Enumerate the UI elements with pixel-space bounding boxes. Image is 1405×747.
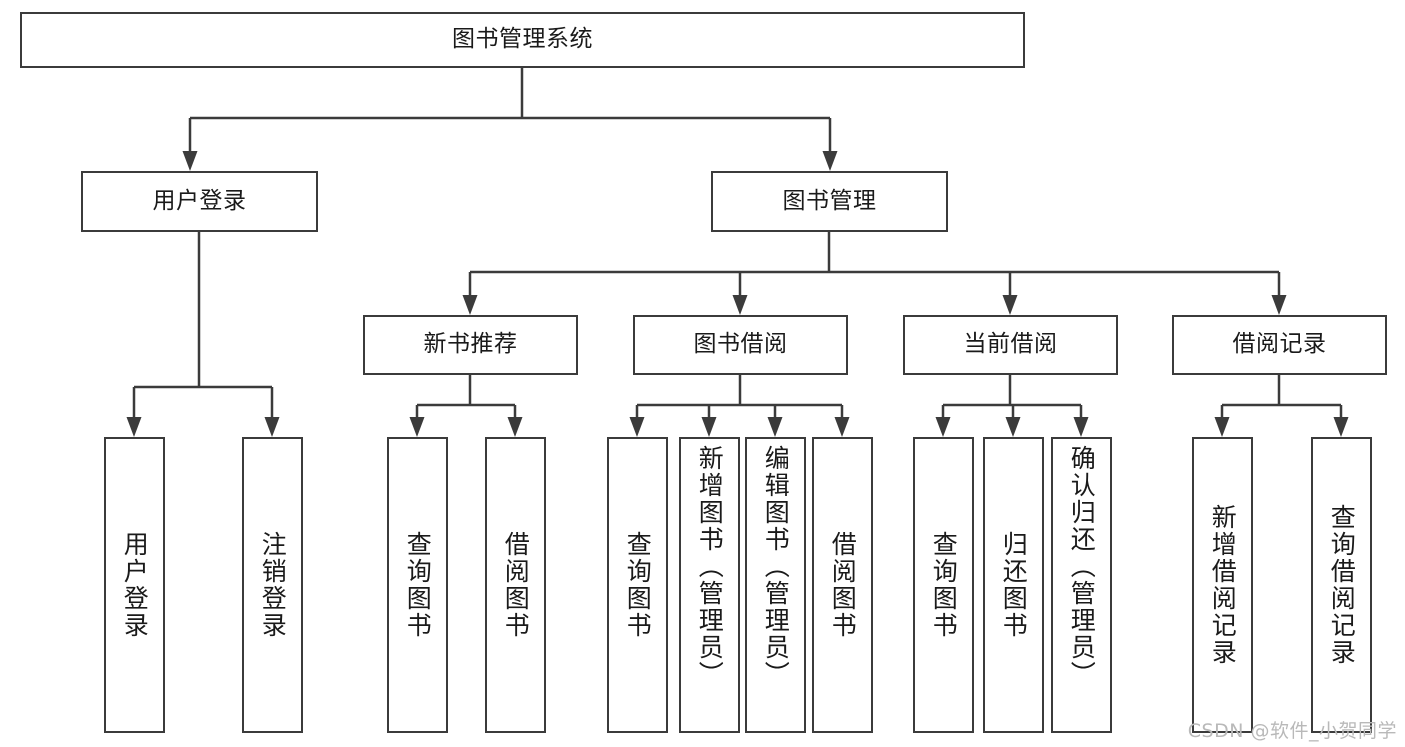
node-leaf-b-edit[interactable]: 编辑图书（管理员）: [745, 437, 806, 733]
node-login[interactable]: 用户登录: [81, 171, 318, 232]
arrow-to-user-login-head: [126, 417, 142, 437]
arrow-to-newbook-head: [462, 295, 478, 315]
node-label-leaf-b-edit: 编辑图书（管理员）: [761, 445, 791, 688]
node-label-leaf-new-query: 查询图书: [403, 531, 433, 639]
node-leaf-user-logout[interactable]: 注销登录: [242, 437, 303, 733]
node-label-leaf-r-query: 查询借阅记录: [1327, 504, 1357, 666]
arrow-to-new-borrow-head: [507, 417, 523, 437]
node-root[interactable]: 图书管理系统: [20, 12, 1025, 68]
arrow-to-borrow-head: [732, 295, 748, 315]
node-label-leaf-b-query: 查询图书: [623, 531, 653, 639]
node-label-record: 借阅记录: [1232, 331, 1327, 358]
arrow-to-new-query-head: [409, 417, 425, 437]
node-leaf-new-query[interactable]: 查询图书: [387, 437, 448, 733]
node-label-leaf-new-borrow: 借阅图书: [501, 531, 531, 639]
arrow-to-c-query-head: [935, 417, 951, 437]
node-label-leaf-c-query: 查询图书: [929, 531, 959, 639]
node-current[interactable]: 当前借阅: [903, 315, 1118, 375]
arrow-to-current-head: [1002, 295, 1018, 315]
arrow-to-b-edit-head: [767, 417, 783, 437]
arrow-to-b-query-head: [629, 417, 645, 437]
arrow-to-r-query-head: [1333, 417, 1349, 437]
arrow-to-record-head: [1271, 295, 1287, 315]
node-label-root: 图书管理系统: [452, 26, 593, 53]
node-label-leaf-r-add: 新增借阅记录: [1208, 504, 1238, 666]
arrow-to-user-logout-head: [264, 417, 280, 437]
arrow-to-c-confirm-head: [1073, 417, 1089, 437]
watermark-text: CSDN @软件_小贺同学: [1187, 720, 1397, 742]
node-bookmgmt[interactable]: 图书管理: [711, 171, 948, 232]
node-label-newbook: 新书推荐: [423, 331, 518, 358]
node-leaf-c-return[interactable]: 归还图书: [983, 437, 1044, 733]
node-label-current: 当前借阅: [963, 331, 1058, 358]
node-label-leaf-b-borrow: 借阅图书: [828, 531, 858, 639]
node-record[interactable]: 借阅记录: [1172, 315, 1387, 375]
node-leaf-user-login[interactable]: 用户登录: [104, 437, 165, 733]
node-leaf-r-add[interactable]: 新增借阅记录: [1192, 437, 1253, 733]
arrow-to-b-borrow-head: [834, 417, 850, 437]
node-newbook[interactable]: 新书推荐: [363, 315, 578, 375]
arrow-to-login-head: [182, 151, 198, 171]
node-leaf-c-confirm[interactable]: 确认归还（管理员）: [1051, 437, 1112, 733]
arrow-to-r-add-head: [1214, 417, 1230, 437]
node-label-bookmgmt: 图书管理: [782, 187, 877, 214]
node-leaf-b-borrow[interactable]: 借阅图书: [812, 437, 873, 733]
node-leaf-new-borrow[interactable]: 借阅图书: [485, 437, 546, 733]
node-label-leaf-c-return: 归还图书: [999, 531, 1029, 639]
node-label-borrow: 图书借阅: [693, 331, 788, 358]
node-leaf-r-query[interactable]: 查询借阅记录: [1311, 437, 1372, 733]
node-leaf-b-add[interactable]: 新增图书（管理员）: [679, 437, 740, 733]
arrow-to-c-return-head: [1005, 417, 1021, 437]
node-label-leaf-user-logout: 注销登录: [258, 531, 288, 639]
node-leaf-b-query[interactable]: 查询图书: [607, 437, 668, 733]
arrow-to-bookmgmt-head: [822, 151, 838, 171]
node-label-login: 用户登录: [152, 187, 247, 214]
node-label-leaf-c-confirm: 确认归还（管理员）: [1067, 445, 1097, 688]
arrow-to-b-add-head: [701, 417, 717, 437]
node-leaf-c-query[interactable]: 查询图书: [913, 437, 974, 733]
node-label-leaf-b-add: 新增图书（管理员）: [695, 445, 725, 688]
node-label-leaf-user-login: 用户登录: [120, 531, 150, 639]
node-borrow[interactable]: 图书借阅: [633, 315, 848, 375]
